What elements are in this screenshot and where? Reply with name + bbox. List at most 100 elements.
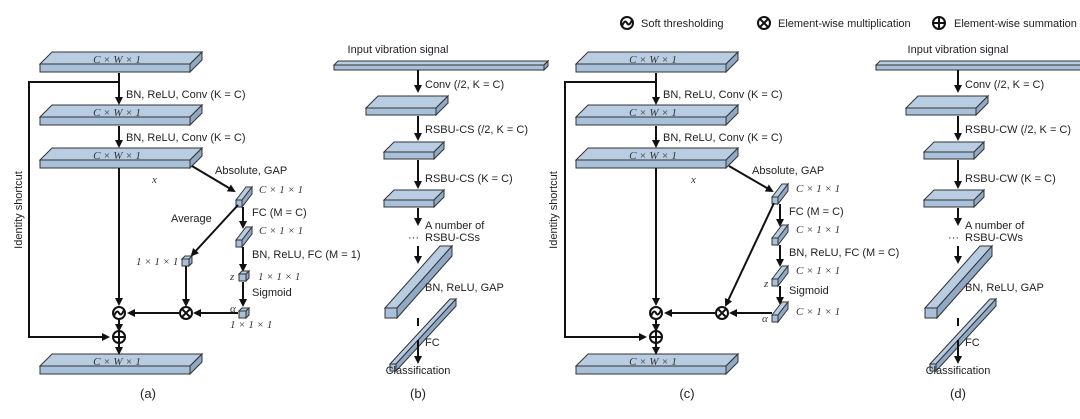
alpha-dim-label: C × 1 × 1 [796,306,840,318]
soft-thresholding-icon [620,16,634,30]
panel-c: C × W × 1 C × W × 1 C × W × 1 C × W × 1 … [548,51,899,401]
sum-op-icon [112,330,126,344]
legend-label-summation: Element-wise summation [954,18,1077,30]
fc1-label: FC (M = C) [789,206,844,218]
element-wise-summation-icon [932,16,946,30]
avg-cube [181,255,193,267]
soft-threshold-op-icon [112,306,126,320]
feature-c11-a [771,183,789,205]
stage-1 [365,95,449,116]
identity-shortcut-label: Identity shortcut [548,171,560,249]
z-label: z [229,271,235,283]
sum-op-icon [649,330,663,344]
caption-b: (b) [410,386,426,401]
panel-a: C × W × 1 C × W × 1 C × W × 1 C × W × 1 … [13,51,361,401]
sigmoid-label: Sigmoid [252,287,292,299]
abs-gap-label: Absolute, GAP [752,165,824,177]
conv1-label: BN, ReLU, Conv (K = C) [663,89,783,101]
alpha-dim-label: 1 × 1 × 1 [230,319,272,331]
feat1-label: C × 1 × 1 [259,184,303,196]
rsbu2-label: RSBU-CS (K = C) [425,173,513,185]
fc-label: FC [425,337,440,349]
input-label: Input vibration signal [348,44,449,56]
caption-a: (a) [140,386,156,401]
multiply-op-icon [715,306,729,320]
fc2-label: BN, ReLU, FC (M = 1) [252,249,361,261]
multiply-op-icon [179,306,193,320]
arrow-average [190,204,239,257]
feature-map-2-label: C × W × 1 [629,150,677,162]
x-label: x [690,174,696,186]
conv2-label: BN, ReLU, Conv (K = C) [126,132,246,144]
z-bar [771,265,789,287]
abs-gap-label: Absolute, GAP [215,165,287,177]
feature-map-output-label: C × W × 1 [93,356,141,368]
identity-shortcut-label: Identity shortcut [13,171,25,249]
conv2-label: BN, ReLU, Conv (K = C) [663,132,783,144]
caption-d: (d) [950,386,966,401]
stage-1 [905,95,989,116]
average-label: Average [171,213,212,225]
identity-shortcut-line [28,81,119,341]
rsbu2-label: RSBU-CW (K = C) [965,173,1056,185]
identity-shortcut-line [564,81,656,341]
more2-label: RSBU-CSs [425,232,481,244]
gap-label: BN, ReLU, GAP [425,282,504,294]
stage-2 [383,141,445,160]
classification-label: Classification [926,365,991,377]
alpha-label: α [230,303,236,315]
feature-map-1-label: C × W × 1 [629,107,677,119]
more1-label: A number of [965,220,1025,232]
conv-label: Conv (/2, K = C) [965,79,1044,91]
fc1-label: FC (M = C) [252,207,307,219]
conv1-label: BN, ReLU, Conv (K = C) [126,89,246,101]
more1-label: A number of [425,220,485,232]
sigmoid-label: Sigmoid [789,285,829,297]
z-label: z [763,278,769,290]
alpha-cube [238,307,250,319]
feature-map-input-label: C × W × 1 [629,54,677,66]
feature-map-output-label: C × W × 1 [629,356,677,368]
feat2-label: C × 1 × 1 [259,225,303,237]
z-dim-label: C × 1 × 1 [796,265,840,277]
alpha-label: α [762,313,768,325]
arrow-feature-to-mult [724,202,775,307]
legend: Soft thresholding Element-wise multiplic… [620,16,1077,30]
input-signal [875,60,1080,71]
feature-c11-b [235,226,253,248]
feature-map-input-label: C × W × 1 [93,54,141,66]
conv-label: Conv (/2, K = C) [425,79,504,91]
element-wise-multiplication-icon [757,16,771,30]
stage-3 [923,189,985,208]
input-signal [333,60,549,71]
input-label: Input vibration signal [908,44,1009,56]
feat1-label: C × 1 × 1 [796,183,840,195]
z-cube [238,270,250,282]
feat2-label: C × 1 × 1 [796,224,840,236]
panel-b: Input vibration signal Conv (/2, K = C) … [333,44,549,401]
legend-label-multiplication: Element-wise multiplication [778,18,911,30]
fc-label: FC [965,337,980,349]
x-label: x [151,174,157,186]
feature-map-1-label: C × W × 1 [93,107,141,119]
gap-label: BN, ReLU, GAP [965,282,1044,294]
feature-c11-b [771,224,789,246]
stage-2 [923,141,985,160]
classification-label: Classification [386,365,451,377]
caption-c: (c) [679,386,694,401]
stage-3 [383,189,445,208]
more2-label: RSBU-CWs [965,232,1024,244]
arrow-abs-gap [728,165,774,193]
soft-threshold-op-icon [649,306,663,320]
z-dim-label: 1 × 1 × 1 [258,271,300,283]
dots: ··· [408,232,419,244]
arrow-abs-gap [191,165,236,193]
dots: ··· [948,232,959,244]
legend-label-soft-thresholding: Soft thresholding [641,18,724,30]
feature-c11-a [235,186,253,208]
alpha-bar [771,301,789,323]
feature-map-2-label: C × W × 1 [93,150,141,162]
panel-d: Input vibration signal Conv (/2, K = C) … [875,44,1080,401]
avg-dim-label: 1 × 1 × 1 [136,256,178,268]
